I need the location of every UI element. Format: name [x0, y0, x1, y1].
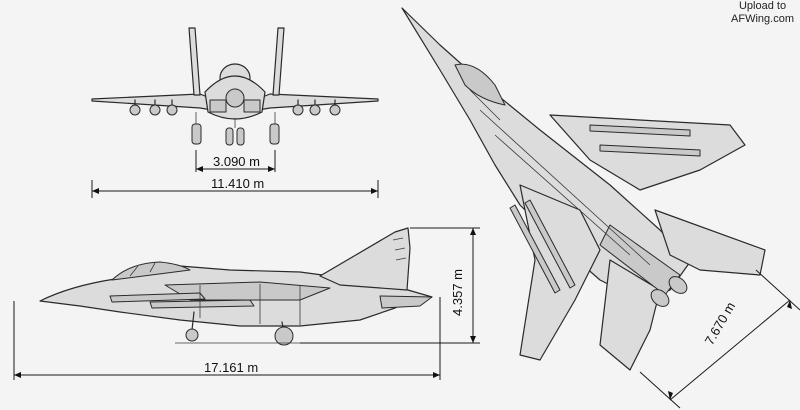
intake-span-dimension — [195, 150, 276, 172]
top-view — [401, 7, 766, 371]
side-panel-lines — [199, 284, 301, 325]
top-nozzle-2 — [650, 289, 670, 307]
front-left-intake — [209, 99, 227, 113]
side-canopy-frame — [129, 262, 156, 277]
intake-span-label: 3.090 m — [213, 154, 260, 169]
front-stores — [129, 99, 341, 116]
top-canopy — [454, 63, 506, 106]
front-right-intake — [243, 99, 261, 113]
length-diagonal-label: 7.670 m — [702, 299, 738, 347]
height-label: 4.357 m — [450, 269, 465, 316]
watermark-line-1: Upload to — [738, 0, 787, 12]
wingspan-label: 11.410 m — [211, 176, 264, 191]
front-view — [91, 27, 379, 146]
height-dimension — [300, 227, 480, 344]
watermark-line-2: AFWing.com — [731, 13, 794, 25]
wingspan-dimension — [91, 180, 379, 198]
front-landing-gear — [191, 112, 280, 146]
side-stores — [109, 292, 255, 309]
front-right-fin — [272, 27, 285, 96]
top-nozzle-1 — [668, 276, 688, 294]
side-view — [39, 227, 433, 346]
side-fin-detail — [392, 237, 407, 261]
side-landing-gear — [185, 311, 294, 346]
length-diagonal-dimension — [639, 269, 800, 409]
front-left-fin — [188, 27, 201, 96]
length-side-dimension — [13, 297, 441, 380]
watermark: Upload to AFWing.com — [731, 0, 794, 26]
top-right-stabilizer — [654, 209, 766, 276]
side-vertical-fin — [319, 227, 411, 291]
side-nozzle — [379, 295, 433, 309]
length-side-label: 17.161 m — [204, 360, 258, 375]
front-radome — [225, 88, 245, 108]
top-spine-lines — [469, 89, 651, 266]
top-stores — [509, 124, 701, 294]
